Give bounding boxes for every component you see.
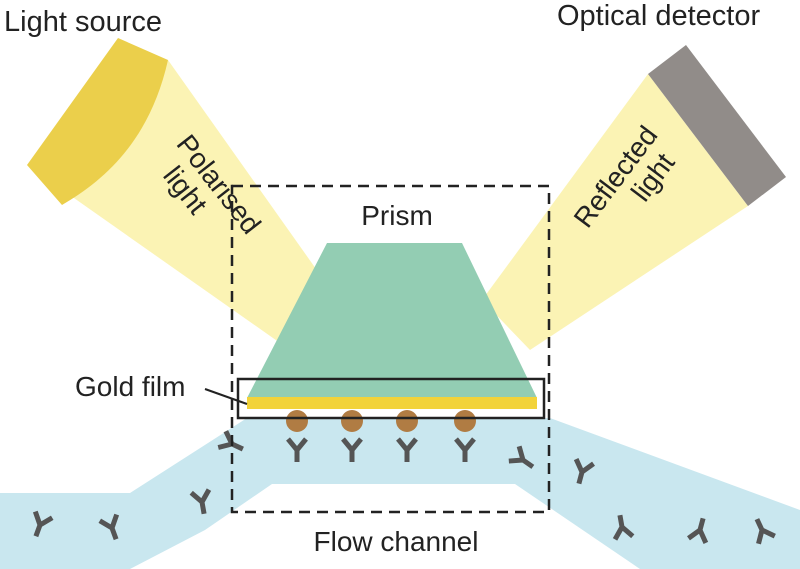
- antibody-y-icon: [754, 518, 776, 545]
- antibody-y-icon: [687, 517, 709, 544]
- prism-label: Prism: [361, 200, 433, 231]
- sensor-surface-outline: [236, 377, 546, 420]
- flow-channel-label: Flow channel: [314, 526, 479, 557]
- bound-antigen-icon: [454, 410, 476, 432]
- bound-molecules: [286, 410, 476, 462]
- bound-antigen-icon: [396, 410, 418, 432]
- gold-film-label: Gold film: [75, 371, 185, 402]
- optical-detector-icon: [648, 45, 786, 206]
- antibody-y-icon: [98, 513, 120, 541]
- flow-channel: [0, 418, 800, 569]
- free-molecules: [32, 430, 776, 545]
- antibody-y-icon: [286, 437, 308, 462]
- antibody-y-icon: [454, 437, 476, 462]
- light-source-label: Light source: [4, 6, 162, 38]
- reflected-light-beam: [482, 74, 748, 350]
- antibody-y-icon: [341, 437, 363, 462]
- antibody-y-icon: [396, 437, 418, 462]
- optical-detector-label: Optical detector: [557, 0, 760, 32]
- antibody-y-icon: [508, 445, 535, 469]
- bound-antigen-icon: [341, 410, 363, 432]
- prism: [247, 243, 537, 398]
- gold-film: [247, 397, 537, 409]
- antibody-y-icon: [612, 514, 635, 541]
- measurement-region-box: [230, 184, 551, 514]
- gold-film-leader-line: [204, 388, 248, 405]
- antibody-y-icon: [32, 510, 54, 538]
- antibody-y-icon: [573, 458, 595, 485]
- light-source-icon: [27, 38, 168, 205]
- bound-antigen-icon: [286, 410, 308, 432]
- antibody-y-icon: [189, 488, 212, 515]
